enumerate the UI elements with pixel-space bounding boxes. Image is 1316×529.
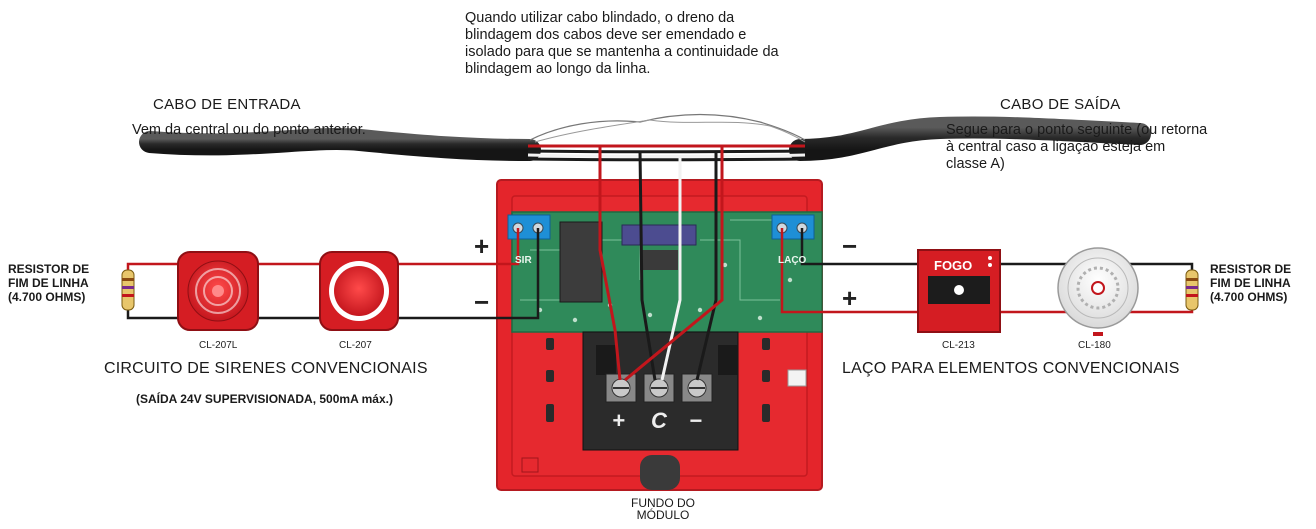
loop-plus-sign: + [842,283,858,313]
input-cable-description: Vem da central ou do ponto anterior. [132,122,366,138]
resistor-right [1185,269,1199,311]
output-cable [789,116,1151,161]
resistor-right-label: RESISTOR DE FIM DE LINHA (4.700 OHMS) [1210,262,1291,304]
siren-1-model: CL-207L [199,340,238,351]
siren-port-label: SIR [515,255,532,266]
call-point-fire-label: FOGO [934,258,973,273]
shield-drain-wire [529,113,806,141]
resistor-left-label: RESISTOR DE FIM DE LINHA (4.700 OHMS) [8,262,89,304]
resistor-left [121,269,135,311]
input-cable [139,127,541,161]
resistor-label-line: FIM DE LINHA [8,276,89,290]
siren-terminal-block [507,214,551,240]
shield-note-line: Quando utilizar cabo blindado, o dreno d… [465,10,735,26]
detector-model: CL-180 [1078,340,1111,351]
module-base-line: FUNDO DO [631,496,695,510]
loop-minus-sign: − [842,231,858,261]
siren-circuit-title: CIRCUITO DE SIRENES CONVENCIONAIS [104,360,428,377]
module-base-line: MÓDULO [636,508,690,522]
shield-note-line: isolado para que se mantenha a continuid… [465,44,779,60]
module-wires [598,146,724,382]
resistor-label-line: RESISTOR DE [1210,262,1292,276]
call-point-cl213 [917,249,1001,333]
loop-terminal-block [771,214,815,240]
shield-note-line: blindagem ao longo da linha. [465,61,651,77]
siren-cl207 [319,251,399,331]
siren-plus-sign: + [474,231,490,261]
cable-conductors [527,144,806,162]
output-cable-title: CABO DE SAÍDA [1000,96,1121,113]
input-cable-title: CABO DE ENTRADA [153,96,301,113]
terminal-plus-label: + [612,408,625,433]
shield-note: Quando utilizar cabo blindado, o dreno d… [465,10,885,78]
module-base-label: FUNDO DO MÓDULO [608,497,718,521]
resistor-label-line: FIM DE LINHA [1210,276,1291,290]
shield-note-line: blindagem dos cabos deve ser emendado e [465,27,747,43]
call-point-model: CL-213 [942,340,975,351]
output-cable-description: Segue para o ponto seguinte (ou retorna … [946,122,1208,172]
loop-circuit-title: LAÇO PARA ELEMENTOS CONVENCIONAIS [842,360,1180,377]
detector-cl180 [1057,247,1139,336]
loop-port-label: LAÇO [778,255,807,266]
resistor-label-line: (4.700 OHMS) [1210,290,1288,304]
siren-2-model: CL-207 [339,340,372,351]
terminal-minus-label: − [689,408,702,433]
resistor-label-line: (4.700 OHMS) [8,290,86,304]
siren-cl207l [177,251,259,331]
siren-minus-sign: − [474,287,490,317]
siren-circuit-spec: (SAÍDA 24V SUPERVISIONADA, 500mA máx.) [136,392,393,406]
resistor-label-line: RESISTOR DE [8,262,90,276]
terminal-common-label: C [651,408,667,433]
